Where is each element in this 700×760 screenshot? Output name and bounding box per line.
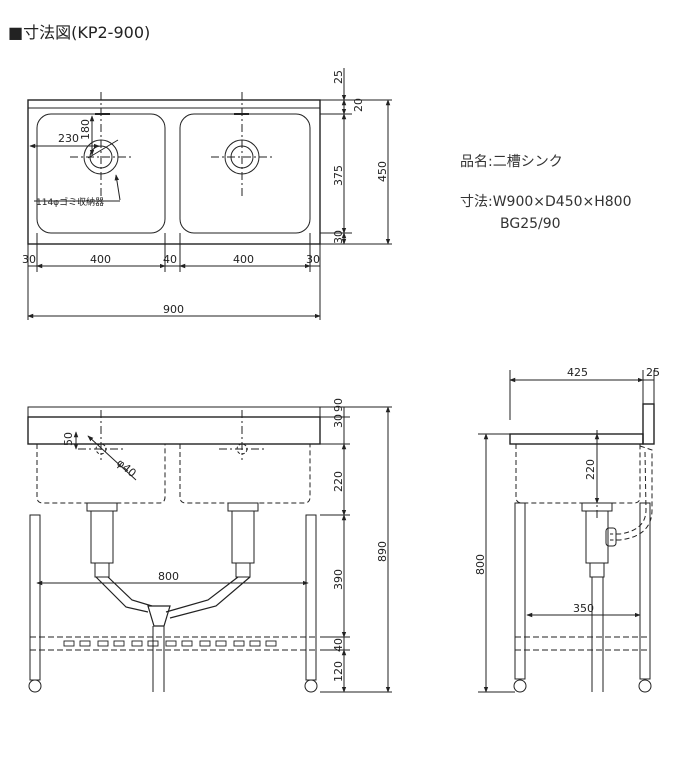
page-title: ■寸法図(KP2-900) (8, 23, 150, 42)
dim-drain-pitch: 800 (158, 570, 179, 583)
dim-basin-left: 400 (90, 253, 111, 266)
side-leg-front (514, 502, 526, 680)
dim-backguard: 25 (332, 70, 345, 84)
side-top (509, 433, 644, 445)
side-view (478, 370, 655, 693)
dim-basin-depth: 375 (332, 165, 345, 186)
dim-side-height: 800 (474, 554, 487, 575)
front-pipe-left (95, 576, 149, 613)
dim-side-bg: 25 (646, 366, 660, 379)
product-info: 品名:二槽シンク 寸法:W900×D450×H800 BG25/90 (460, 154, 632, 232)
dim-front-basin: 220 (332, 471, 345, 492)
side-backguard (642, 403, 655, 445)
top-view-labels: 230 180 114φゴミ収納器 25 20 375 30 450 30 40… (22, 70, 389, 316)
front-leg-right (305, 514, 317, 681)
side-basin (515, 444, 641, 504)
dim-total-depth: 450 (376, 161, 389, 182)
side-caster-front (513, 679, 527, 693)
dim-side-basin: 220 (584, 459, 597, 480)
side-drain (585, 510, 609, 564)
front-leg-left (29, 514, 41, 681)
side-caster-rear (638, 679, 652, 693)
product-name: 品名:二槽シンク (460, 154, 563, 170)
dim-side-depth: 425 (567, 366, 588, 379)
product-size: 寸法:W900×D450×H800 (460, 194, 632, 210)
dim-front-foot: 120 (332, 661, 345, 682)
dim-front-bg: 30 (332, 414, 345, 428)
dim-side-drain: 350 (573, 602, 594, 615)
front-view-labels: 30 90 220 390 40 120 890 800 50 φ40 (62, 398, 389, 682)
dim-total-width: 900 (163, 303, 184, 316)
front-drain-right (231, 510, 255, 564)
front-basin-left (36, 444, 166, 504)
dim-front: 30 (332, 230, 345, 244)
dim-drain-y: 180 (79, 119, 92, 140)
side-leg-rear (639, 502, 651, 680)
dim-front-bg2: 90 (332, 398, 345, 412)
front-top (27, 416, 321, 445)
dim-overflow-dia: φ40 (114, 456, 139, 480)
dim-overflow-offset: 50 (62, 432, 75, 446)
dim-drain-x: 230 (58, 132, 79, 145)
dim-rear: 20 (352, 98, 365, 112)
callout-drain-basket: 114φゴミ収納器 (36, 196, 104, 208)
front-basin-right (179, 444, 311, 504)
dim-side-right: 30 (306, 253, 320, 266)
front-shelf-slots (63, 640, 277, 647)
front-backguard (27, 406, 321, 418)
front-pipe-tee (147, 605, 171, 627)
top-outline (27, 99, 321, 245)
side-overflow-pipe (610, 445, 653, 541)
dim-side-left: 30 (22, 253, 36, 266)
dim-basin-right: 400 (233, 253, 254, 266)
dim-front-mid: 390 (332, 569, 345, 590)
front-view (27, 406, 392, 693)
dim-gap: 40 (163, 253, 177, 266)
top-view (27, 68, 392, 320)
side-view-labels: 425 25 220 800 350 (474, 366, 660, 615)
dim-front-shelf: 40 (332, 638, 345, 652)
product-backguard: BG25/90 (500, 216, 561, 232)
front-drain-left (90, 510, 114, 564)
front-caster-left (28, 679, 42, 693)
dim-total-height: 890 (376, 541, 389, 562)
front-caster-right (304, 679, 318, 693)
